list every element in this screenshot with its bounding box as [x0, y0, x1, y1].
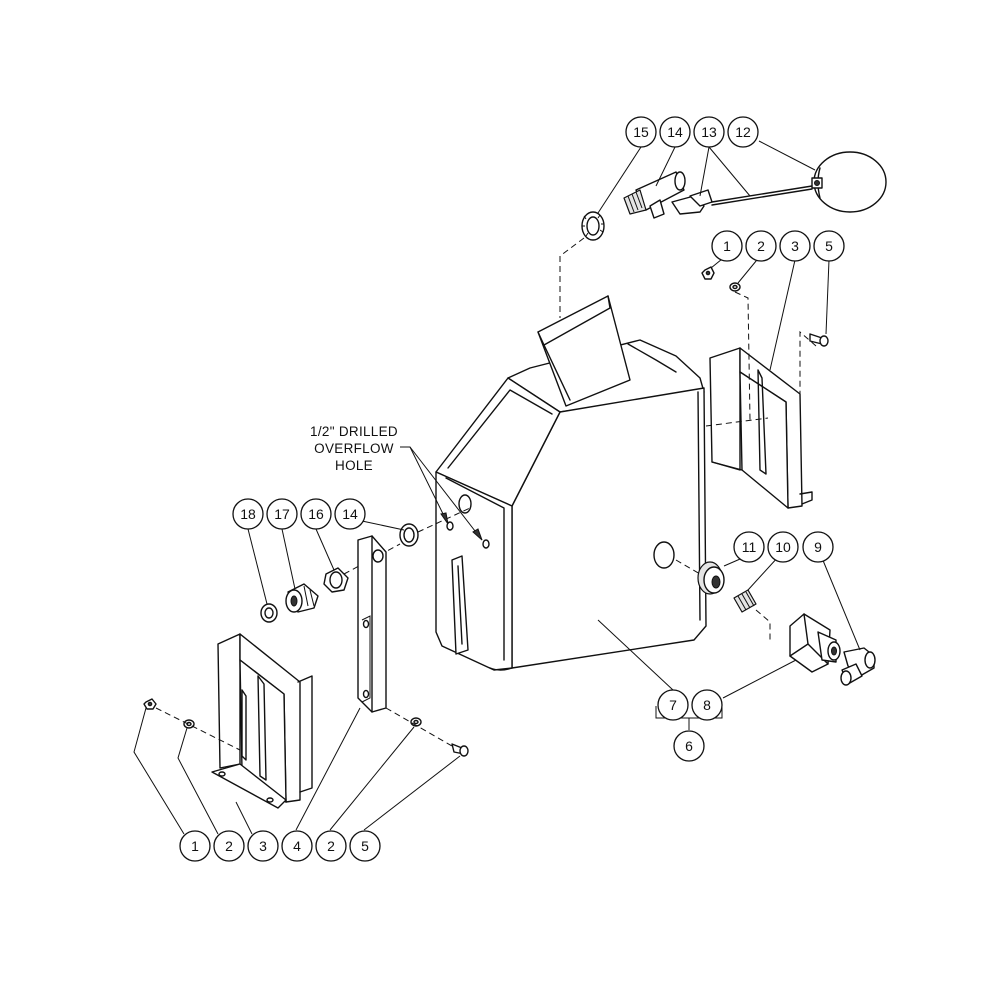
svg-text:1: 1 [191, 838, 199, 854]
callout-5-bottom: 5 [349, 830, 381, 862]
washer [729, 282, 741, 292]
elbow-fitting [840, 647, 876, 686]
svg-text:2: 2 [225, 838, 233, 854]
svg-text:10: 10 [775, 539, 791, 555]
callout-17: 17 [266, 498, 298, 530]
mounting-strap [357, 535, 387, 713]
svg-text:7: 7 [669, 697, 677, 713]
reservoir-tank [435, 295, 707, 671]
note-line-1: 1/2" DRILLED [310, 424, 398, 439]
callout-1-top: 1 [711, 230, 743, 262]
drain-fittings [675, 559, 876, 686]
svg-text:8: 8 [703, 697, 711, 713]
screw [809, 333, 829, 347]
callout-bubbles: 15 14 13 12 1 2 3 5 18 17 16 14 11 10 9 … [179, 116, 845, 862]
threaded-adapter [285, 583, 319, 613]
callout-8: 8 [691, 689, 723, 721]
svg-text:5: 5 [361, 838, 369, 854]
note-line-2: OVERFLOW [314, 441, 394, 456]
note-line-3: HOLE [335, 458, 373, 473]
callout-2-top: 2 [745, 230, 777, 262]
set-screw [733, 589, 757, 613]
callout-15: 15 [625, 116, 657, 148]
leader-lines [133, 140, 861, 835]
svg-text:3: 3 [791, 238, 799, 254]
callout-3-bottom: 3 [247, 830, 279, 862]
callout-13: 13 [693, 116, 725, 148]
left-mounting-bracket [211, 633, 313, 809]
svg-text:14: 14 [342, 506, 358, 522]
callout-1-bottom: 1 [179, 830, 211, 862]
svg-text:11: 11 [742, 539, 757, 555]
filler-plate [537, 295, 631, 407]
left-lower-hardware [143, 698, 469, 757]
svg-text:6: 6 [685, 738, 693, 754]
svg-text:17: 17 [274, 506, 290, 522]
callout-16: 16 [300, 498, 332, 530]
svg-text:2: 2 [327, 838, 335, 854]
callout-9: 9 [802, 531, 834, 563]
callout-4: 4 [281, 830, 313, 862]
callout-14-left: 14 [334, 498, 366, 530]
svg-text:5: 5 [825, 238, 833, 254]
svg-text:16: 16 [308, 506, 324, 522]
overflow-hole-note: 1/2" DRILLED OVERFLOW HOLE [310, 424, 483, 541]
bulkhead-fitting [789, 613, 841, 673]
flat-washer [260, 603, 278, 623]
overflow-fittings [260, 507, 471, 623]
svg-text:14: 14 [667, 124, 683, 140]
callout-12: 12 [727, 116, 759, 148]
svg-text:12: 12 [735, 124, 751, 140]
float-valve-assembly [559, 151, 887, 318]
svg-text:13: 13 [701, 124, 717, 140]
o-ring [399, 523, 419, 547]
svg-text:18: 18 [240, 506, 256, 522]
float-ball [813, 151, 887, 213]
lock-nut [323, 567, 349, 593]
callout-11: 11 [733, 531, 765, 563]
callout-2-bottom-b: 2 [315, 830, 347, 862]
svg-text:4: 4 [293, 838, 301, 854]
svg-text:2: 2 [757, 238, 765, 254]
bushing [697, 561, 725, 595]
right-mounting-bracket [701, 266, 829, 509]
callout-2-bottom-a: 2 [213, 830, 245, 862]
callout-6: 6 [673, 730, 705, 762]
svg-text:3: 3 [259, 838, 267, 854]
svg-text:1: 1 [723, 238, 731, 254]
callout-18: 18 [232, 498, 264, 530]
callout-7: 7 [657, 689, 689, 721]
callout-14-top: 14 [659, 116, 691, 148]
hex-nut [701, 266, 715, 280]
callout-10: 10 [767, 531, 799, 563]
svg-text:15: 15 [633, 124, 649, 140]
callout-5-top: 5 [813, 230, 845, 262]
svg-text:9: 9 [814, 539, 822, 555]
callout-3-top: 3 [779, 230, 811, 262]
